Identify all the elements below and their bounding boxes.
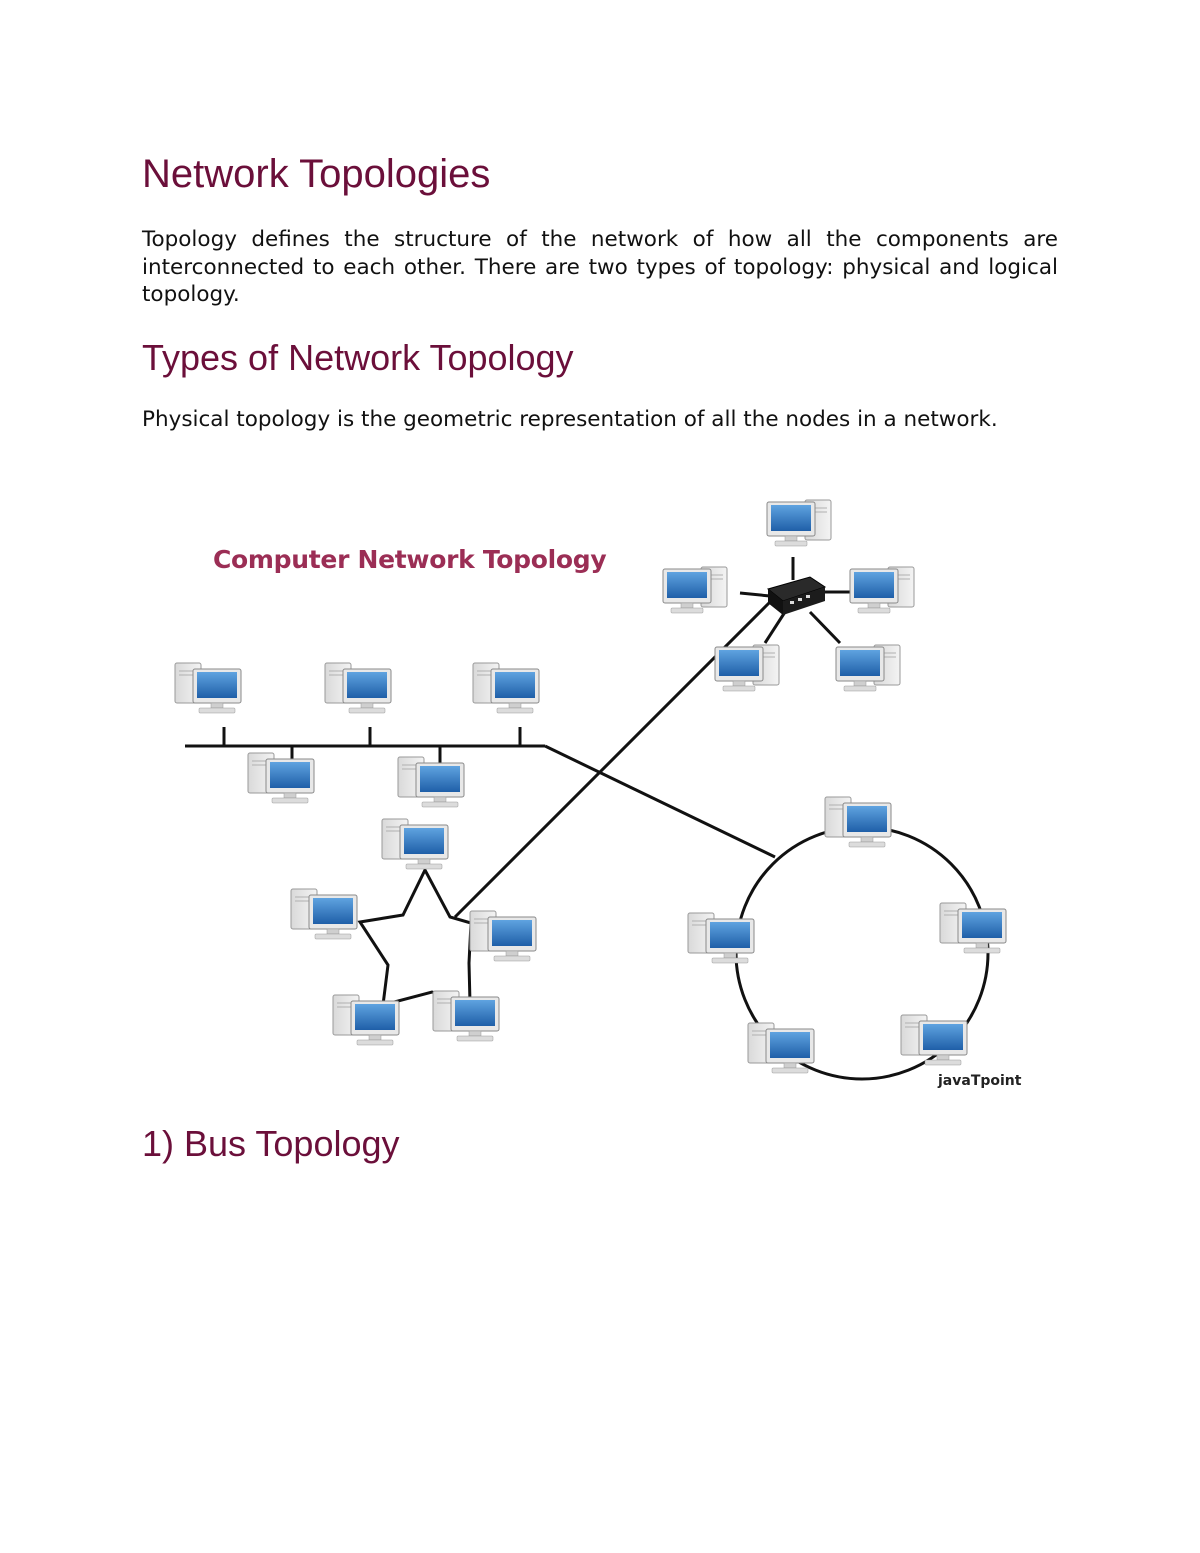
computer-icon bbox=[324, 662, 392, 714]
computer-icon bbox=[939, 902, 1007, 954]
network-topology-figure: Computer Network Topology bbox=[150, 495, 1050, 1095]
intro-paragraph: Topology defines the structure of the ne… bbox=[142, 227, 1058, 307]
computer-icon bbox=[332, 994, 400, 1046]
computer-icon bbox=[824, 796, 892, 848]
computer-icon bbox=[835, 644, 901, 692]
figure-title: Computer Network Topology bbox=[213, 545, 607, 574]
computer-icon bbox=[714, 644, 780, 692]
computer-icon bbox=[766, 499, 832, 547]
section-paragraph: Physical topology is the geometric repre… bbox=[142, 407, 998, 432]
computer-icon bbox=[290, 888, 358, 940]
hub-icon bbox=[766, 576, 827, 615]
page-title: Network Topologies bbox=[142, 152, 491, 196]
computer-icon bbox=[432, 990, 500, 1042]
computer-icon bbox=[381, 818, 449, 870]
computer-icon bbox=[849, 566, 915, 614]
computer-icon bbox=[687, 912, 755, 964]
computer-icon bbox=[472, 662, 540, 714]
computer-icon bbox=[662, 566, 728, 614]
computer-icon bbox=[247, 752, 315, 804]
watermark-logo: javaTpoint bbox=[938, 1073, 1022, 1089]
subsection-heading: 1) Bus Topology bbox=[142, 1123, 400, 1164]
computer-icon bbox=[174, 662, 242, 714]
topology-diagram bbox=[174, 499, 1007, 1081]
computer-icon bbox=[469, 910, 537, 962]
computers bbox=[174, 499, 1007, 1074]
computer-icon bbox=[397, 756, 465, 808]
section-heading: Types of Network Topology bbox=[142, 337, 574, 378]
